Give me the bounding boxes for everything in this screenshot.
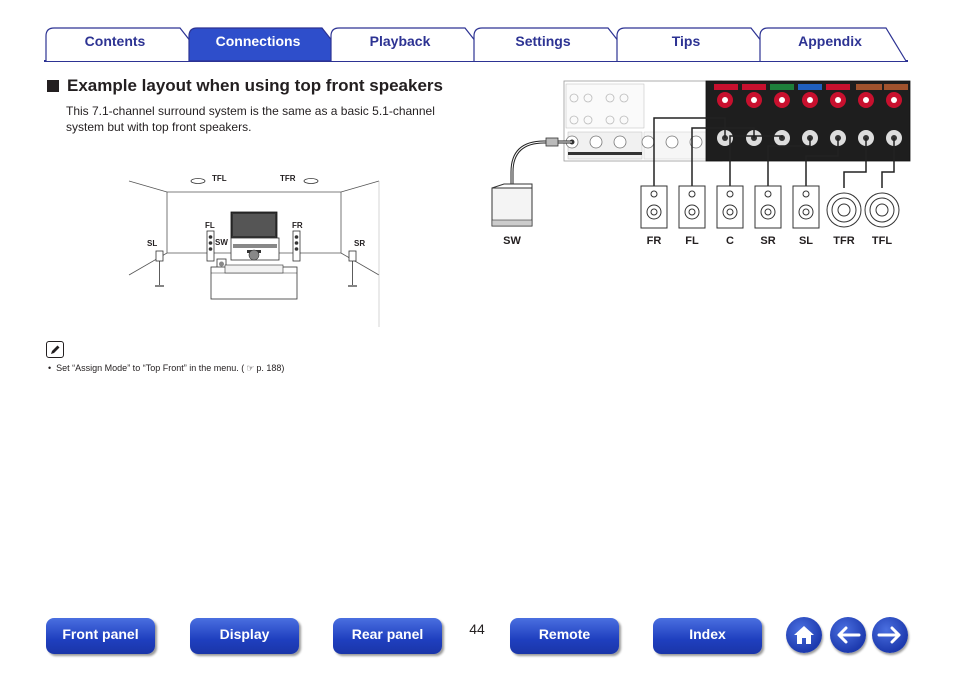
bullet-dot: • [48, 363, 57, 373]
label-fl: FL [205, 221, 215, 230]
wiring-illustration [491, 80, 911, 229]
tab-appendix[interactable]: Appendix [798, 33, 862, 49]
note-bullet: • Set “Assign Mode” to “Top Front” in th… [48, 363, 284, 374]
label-tfl: TFL [212, 174, 227, 183]
pencil-icon [46, 341, 64, 358]
label-fr-connection: FR [646, 235, 662, 247]
intro-text: This 7.1-channel surround system is the … [66, 104, 435, 134]
section-heading: Example layout when using top front spea… [47, 76, 443, 96]
label-tfl-connection: TFL [871, 235, 893, 247]
front-panel-button[interactable]: Front panel [46, 618, 155, 654]
page-number: 44 [469, 621, 485, 637]
home-button[interactable] [786, 617, 822, 653]
label-sl: SL [147, 239, 158, 248]
label-tfr: TFR [280, 174, 296, 183]
tab-playback[interactable]: Playback [369, 33, 431, 49]
label-sr-connection: SR [760, 235, 776, 247]
tab-tips[interactable]: Tips [671, 33, 701, 49]
note-page-link[interactable]: p. 188) [256, 363, 285, 373]
tab-settings[interactable]: Settings [515, 33, 571, 49]
tab-bar: Contents Connections Playback Settings T… [0, 0, 954, 64]
arrow-right-icon [877, 626, 901, 644]
label-sl-connection: SL [798, 235, 814, 247]
pointing-hand-icon: ☞ [246, 363, 255, 373]
display-button[interactable]: Display [190, 618, 299, 654]
remote-button[interactable]: Remote [510, 618, 619, 654]
room-illustration [128, 178, 380, 327]
connection-diagram: SW FR FL C SR SL TFR TFL [484, 76, 914, 256]
heading-bullet-icon [47, 80, 59, 92]
home-icon [794, 626, 814, 644]
label-tfr-connection: TFR [833, 235, 855, 247]
label-fl-connection: FL [685, 235, 699, 247]
tab-connections[interactable]: Connections [215, 33, 301, 49]
page-title: Example layout when using top front spea… [67, 76, 443, 95]
room-layout-diagram: TFL TFR FL FR SL SR SW [125, 165, 385, 330]
rear-panel-button[interactable]: Rear panel [333, 618, 442, 654]
tab-shapes [44, 27, 908, 62]
label-c-connection: C [726, 235, 734, 247]
label-sw-connection: SW [503, 235, 521, 247]
index-button[interactable]: Index [653, 618, 762, 654]
forward-button[interactable] [872, 617, 908, 653]
note-text: Set “Assign Mode” to “Top Front” in the … [56, 363, 245, 373]
label-sr: SR [354, 239, 366, 248]
back-button[interactable] [830, 617, 866, 653]
label-fr: FR [292, 221, 303, 230]
arrow-left-icon [837, 626, 861, 644]
label-sw: SW [215, 238, 228, 247]
tab-contents[interactable]: Contents [84, 33, 146, 49]
